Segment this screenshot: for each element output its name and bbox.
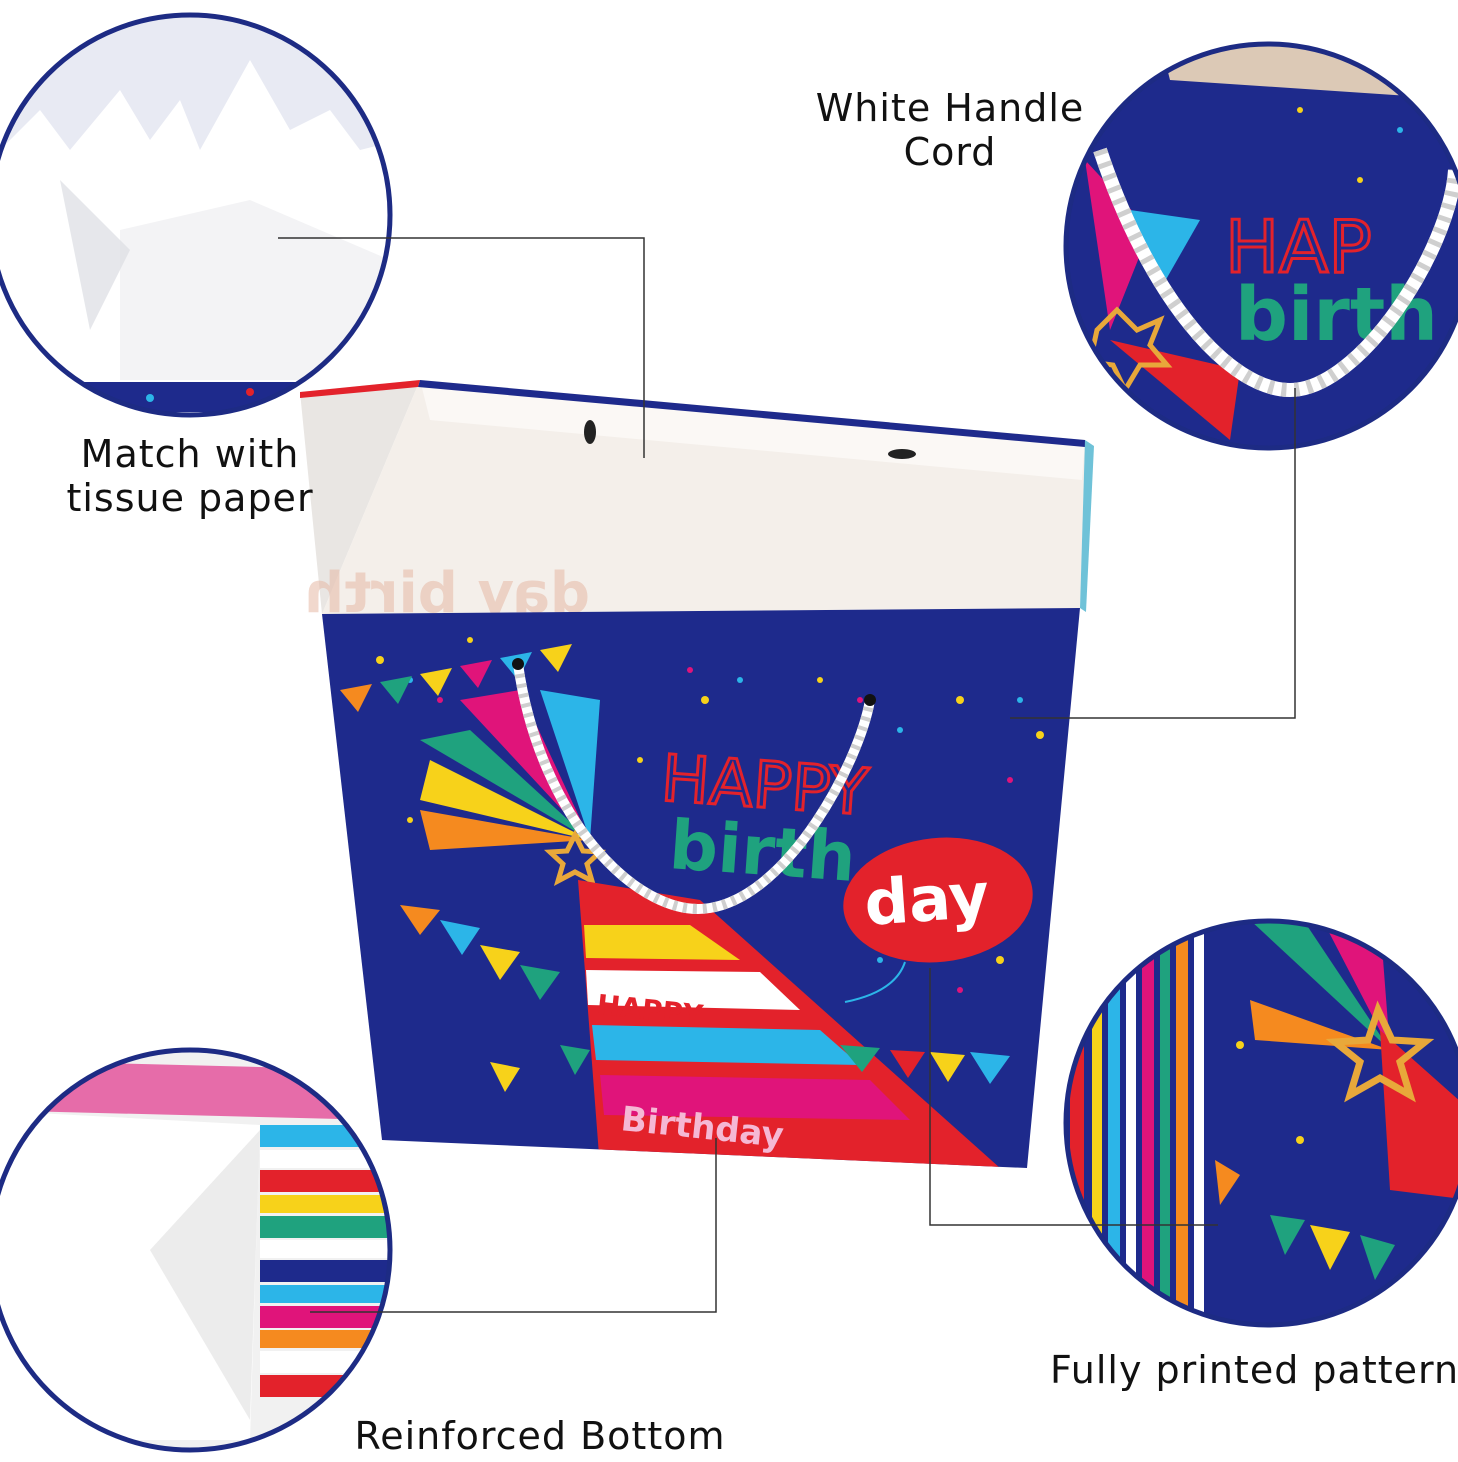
svg-text:HAP: HAP: [1225, 205, 1372, 289]
tissue-caption-line2: tissue paper: [66, 476, 314, 520]
gift-bag: day birth: [300, 380, 1094, 1168]
handle-cord-caption: White Handle Cord: [800, 86, 1100, 174]
zoom-circle-border: [0, 12, 393, 418]
pattern-caption-text: Fully printed pattern: [1050, 1348, 1458, 1392]
reinforced-bottom-zoom: [0, 1047, 393, 1453]
rope-handle: [513, 659, 875, 914]
handle-cord-zoom: HAP birth: [1063, 41, 1458, 451]
leader-lines: [278, 237, 1296, 1313]
printed-pattern-zoom: [1063, 918, 1458, 1328]
tissue-caption-line1: Match with: [80, 432, 300, 476]
bottom-caption-text: Reinforced Bottom: [354, 1414, 726, 1458]
handle-caption-line1: White Handle: [815, 86, 1085, 130]
svg-text:birth: birth: [1235, 272, 1438, 358]
printed-pattern-caption: Fully printed pattern: [1050, 1348, 1458, 1392]
handle-caption-line2: Cord: [903, 130, 997, 174]
reinforced-bottom-caption: Reinforced Bottom: [340, 1414, 740, 1458]
tissue-paper-caption: Match with tissue paper: [60, 432, 320, 520]
bag-day-text: day: [862, 858, 992, 940]
tissue-paper-zoom: [0, 12, 393, 418]
